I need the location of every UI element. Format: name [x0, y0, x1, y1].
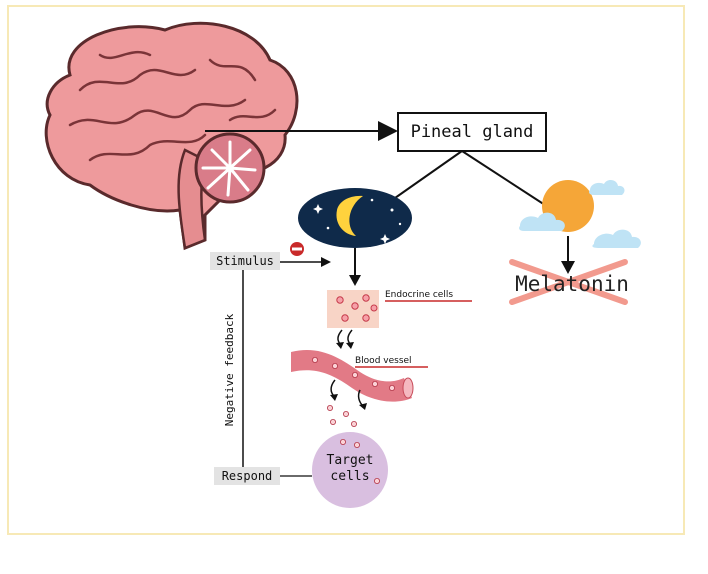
blood-vessel-label: Blood vessel — [355, 356, 412, 366]
branch-night — [394, 150, 463, 199]
blood-vessel-icon — [291, 350, 414, 402]
arrow-head-stimulus — [321, 257, 331, 267]
curved-arrow-2-head — [346, 342, 354, 349]
endocrine-cells-icon — [327, 290, 379, 328]
brain-icon — [44, 21, 299, 251]
respond-label: Respond — [222, 469, 273, 483]
pineal-gland-label: Pineal gland — [411, 122, 534, 142]
curved-arrow-1-head — [336, 342, 344, 349]
target-dot-1 — [339, 438, 346, 445]
respond-tag — [214, 467, 280, 485]
negative-feedback-label: Negative feedback — [223, 313, 236, 426]
stimulus-label: Stimulus — [216, 254, 274, 268]
branch-day — [461, 150, 546, 206]
stimulus-tag — [210, 252, 280, 270]
melatonin-label: Melatonin — [515, 272, 629, 296]
curved-arrow-4-head — [359, 403, 367, 410]
target-dot-3 — [373, 477, 380, 484]
target-dot-2 — [353, 441, 360, 448]
target-cells-icon — [312, 432, 388, 508]
night-sky-icon — [298, 188, 412, 248]
sun-icon — [519, 180, 641, 248]
curved-arrow-3-head — [330, 394, 338, 401]
arrow-head-melatonin — [561, 261, 575, 274]
pineal-gland-box — [397, 112, 547, 152]
target-cells-label-1: Target — [327, 453, 374, 468]
hormone-particles — [326, 404, 357, 427]
cross-line-2 — [509, 259, 628, 305]
target-cells-label-2: cells — [330, 469, 369, 484]
arrow-head-pineal — [378, 121, 398, 141]
endocrine-cells-label: Endocrine cells — [385, 290, 453, 300]
minus-circle-icon — [290, 242, 304, 256]
arrow-head-endocrine — [349, 275, 361, 286]
